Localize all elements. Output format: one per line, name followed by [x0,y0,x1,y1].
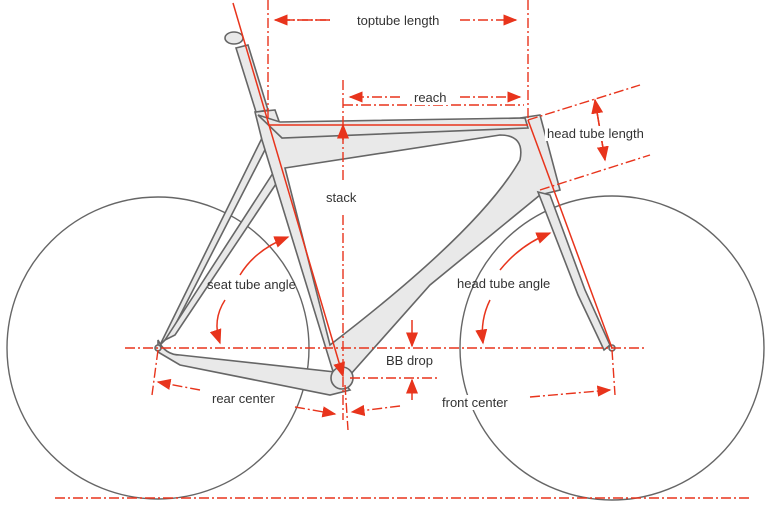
reach-label: reach [412,90,449,105]
seat-tube-angle-label: seat tube angle [207,277,296,292]
front-wheel [459,195,765,501]
bb-drop-label: BB drop [384,353,435,368]
geometry-lines [55,0,750,499]
rear-center-label: rear center [210,391,277,406]
toptube-length-label: toptube length [355,13,442,28]
bike-frame [154,31,616,396]
front-center-label: front center [440,395,510,410]
head-tube-length-label: head tube length [545,126,646,141]
stack-label: stack [324,190,359,205]
head-tube-angle-label: head tube angle [457,276,551,291]
